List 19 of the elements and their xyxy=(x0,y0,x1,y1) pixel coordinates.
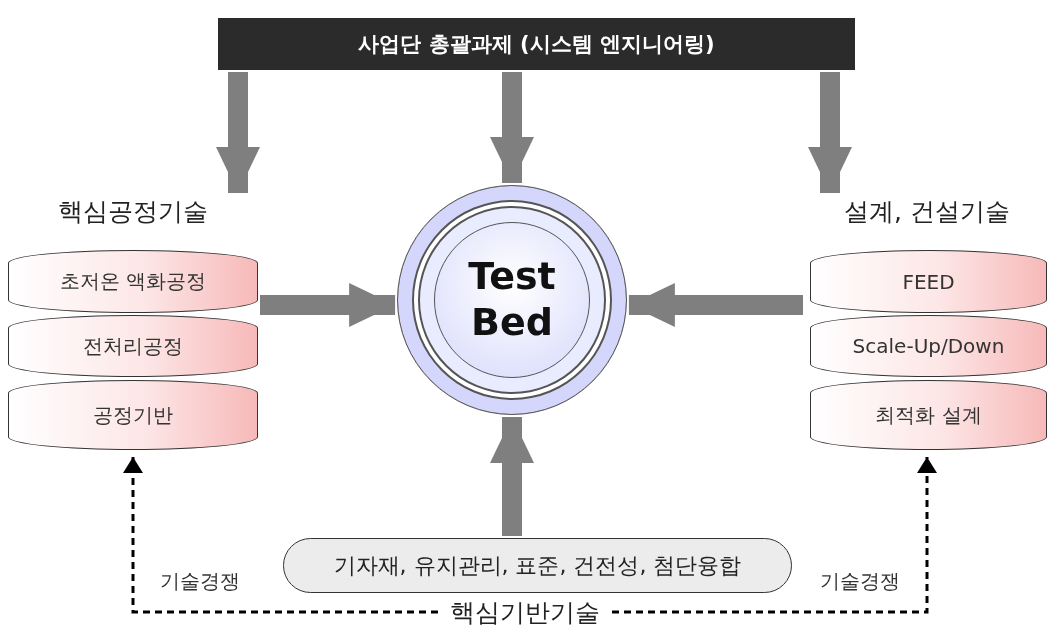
block-arrow xyxy=(260,283,396,327)
cylinder-layer: Scale-Up/Down xyxy=(810,315,1047,377)
block-arrow xyxy=(216,72,260,193)
block-arrow xyxy=(490,417,534,536)
group-heading: 설계, 건설기술 xyxy=(843,196,1011,228)
block-arrow xyxy=(808,72,852,193)
dashed-arrow xyxy=(612,457,937,614)
title-banner: 사업단 총괄과제 (시스템 엔지니어링) xyxy=(218,18,855,70)
cylinder-layer: 최적화 설계 xyxy=(810,380,1047,450)
group-heading: 핵심공정기술 xyxy=(57,196,209,228)
cylinder-layer: 전처리공정 xyxy=(8,315,258,377)
cylinder-layer: FEED xyxy=(810,250,1047,313)
node-label: Test Bed xyxy=(467,254,557,346)
rounded-box: 기자재, 유지관리, 표준, 건전성, 첨단융합 xyxy=(283,538,792,593)
cylinder-layer: 초저온 액화공정 xyxy=(8,250,258,313)
cylinder-layer: 공정기반 xyxy=(8,380,258,450)
node-label: 핵심기반기술 xyxy=(440,594,610,630)
block-arrow xyxy=(490,72,534,183)
dashed-arrow xyxy=(123,457,438,614)
